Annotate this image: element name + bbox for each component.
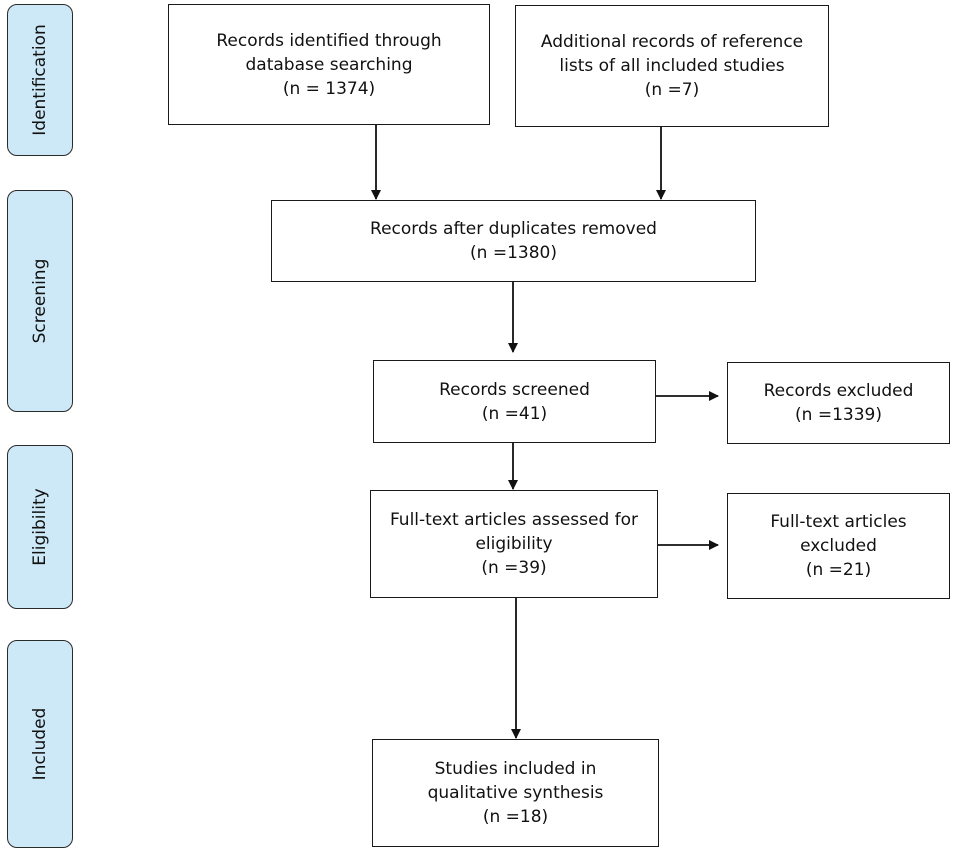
records-excluded-line1: Records excluded [763, 381, 914, 401]
records-screened-count: (n =41) [481, 403, 548, 424]
stage-tab-screening: Screening [7, 190, 73, 412]
fulltext-assessed-count: (n =39) [481, 558, 547, 578]
additional-records-line1: Additional records of reference [540, 32, 804, 52]
additional-records-count: (n =7) [644, 80, 700, 100]
records-screened-line1: Records screened [439, 379, 590, 400]
box-records-excluded: Records excluded (n =1339) [727, 362, 950, 444]
stage-tab-eligibility: Eligibility [7, 445, 73, 609]
fulltext-excluded-line1: Full-text articles [770, 512, 907, 532]
fulltext-assessed-line2: eligibility [475, 534, 553, 554]
duplicates-removed-count: (n =1380) [470, 243, 557, 263]
database-records-count: (n = 1374) [282, 78, 376, 99]
studies-included-line2: qualitative synthesis [427, 783, 604, 803]
box-fulltext-excluded: Full-text articles excluded (n =21) [727, 493, 950, 599]
fulltext-excluded-count: (n =21) [805, 560, 872, 580]
fulltext-excluded-line2: excluded [800, 536, 877, 556]
box-records-screened: Records screened (n =41) [373, 360, 656, 443]
box-duplicates-removed: Records after duplicates removed (n =138… [271, 200, 756, 282]
additional-records-line2: lists of all included studies [559, 56, 785, 76]
studies-included-count: (n =18) [482, 807, 549, 827]
box-fulltext-assessed: Full-text articles assessed for eligibil… [370, 490, 658, 598]
box-additional-records: Additional records of reference lists of… [515, 5, 829, 127]
box-studies-included: Studies included in qualitative synthesi… [372, 739, 659, 847]
database-records-line1: Records identified through [216, 30, 442, 51]
duplicates-removed-line1: Records after duplicates removed [370, 219, 657, 239]
database-records-line2: database searching [245, 54, 413, 75]
stage-tab-included: Included [7, 640, 73, 848]
stage-tab-identification: Identification [7, 4, 73, 156]
box-database-records: Records identified through database sear… [168, 4, 490, 125]
fulltext-assessed-line1: Full-text articles assessed for [389, 510, 639, 530]
records-excluded-count: (n =1339) [795, 405, 882, 425]
studies-included-line1: Studies included in [434, 759, 597, 779]
